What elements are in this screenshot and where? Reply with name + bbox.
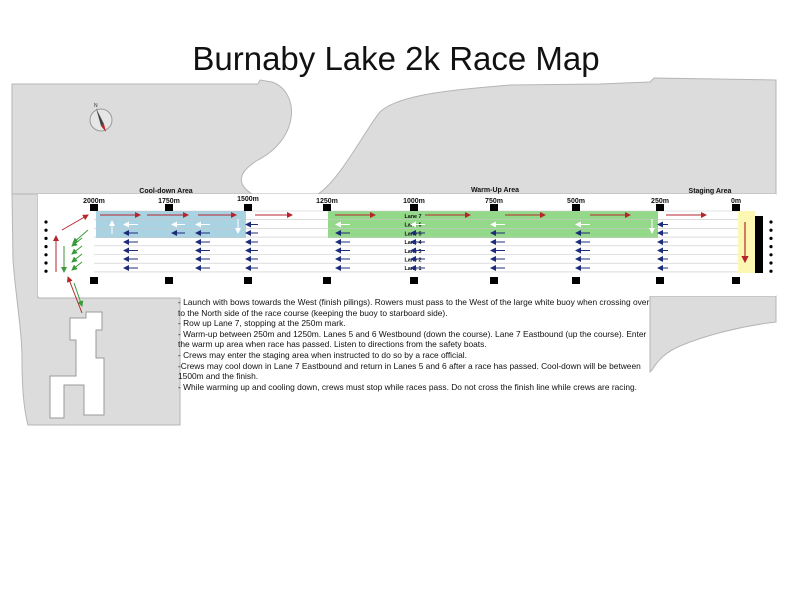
start-buoy [44,228,48,232]
distance-label: 750m [485,198,503,205]
start-buoy [44,253,48,257]
staging-label: Staging Area [689,188,732,195]
lane-label: Lane 5 [404,231,421,237]
distance-label: 1500m [237,196,259,203]
distance-marker-bottom [165,277,173,284]
distance-marker-top [90,204,98,211]
distance-marker-top [656,204,664,211]
finish-buoy [769,269,773,273]
start-buoy [44,261,48,265]
finish-buoy [769,228,773,232]
lane-label: Lane 3 [404,249,421,255]
distance-marker-top [410,204,418,211]
race-instructions: - Launch with bows towards the West (fin… [178,297,650,392]
distance-marker-top [732,204,740,211]
launch-arrows [53,214,89,314]
finish-buoy [769,245,773,249]
start-buoy [44,236,48,240]
distance-label: 1750m [158,198,180,205]
start-buoy [44,220,48,224]
distance-label: 1000m [403,198,425,205]
distance-marker-bottom [410,277,418,284]
map-title: Burnaby Lake 2k Race Map [192,40,600,77]
finish-buoy [769,253,773,257]
course-markers [90,204,740,284]
north-shore-land [11,77,777,195]
distance-marker-bottom [490,277,498,284]
finish-line [755,216,763,273]
distance-marker-top [244,204,252,211]
note-stop: - While warming up and cooling down, cre… [178,381,637,392]
start-buoys [44,220,48,273]
boathouse-dock [49,311,105,419]
compass-icon: N [89,103,113,132]
finish-buoy [769,236,773,240]
note-staging: - Crews may enter the staging area when … [178,349,467,360]
distance-label: 1250m [316,198,338,205]
distance-marker-bottom [572,277,580,284]
lane-label: Lane 1 [404,266,421,272]
finish-buoy [769,261,773,265]
distance-marker-top [572,204,580,211]
distance-marker-bottom [323,277,331,284]
traffic-arrows [100,212,707,271]
distance-marker-bottom [90,277,98,284]
lane-label: Lane 6 [404,223,421,229]
distance-label: 250m [651,198,669,205]
distance-marker-top [490,204,498,211]
distance-marker-bottom [732,277,740,284]
lane-labels: Lane 7 Lane 6 Lane 5 Lane 4 Lane 3 Lane 2 Lane… [404,214,421,272]
note-cooldown: -Crews may cool down in Lane 7 Eastbound… [178,360,641,382]
warmup-label: Warm-Up Area [471,187,519,194]
start-buoy [44,245,48,249]
distance-marker-top [165,204,173,211]
distance-label: 500m [567,198,585,205]
distance-marker-bottom [656,277,664,284]
lane-label: Lane 7 [404,214,421,220]
distance-labels: 2000m 1750m 1500m 1250m 1000m 750m 500m 250m 0m [83,196,741,205]
svg-text:N: N [94,103,98,109]
staging-zone [738,211,755,273]
west-shore-land [11,193,181,426]
distance-label: 0m [731,198,741,205]
finish-buoys [769,220,773,273]
lane-lines [94,210,738,273]
finish-buoy [769,220,773,224]
cooldown-label: Cool-down Area [139,188,193,195]
distance-marker-bottom [244,277,252,284]
south-shore-land [649,295,777,374]
note-row-up: - Row up Lane 7, stopping at the 250m ma… [178,318,346,329]
start-buoy [44,269,48,273]
note-launch: - Launch with bows towards the West (fin… [178,297,650,318]
distance-marker-top [323,204,331,211]
note-warmup: - Warm-up between 250m and 1250m. Lanes … [178,328,647,350]
lane-label: Lane 4 [404,240,421,246]
lane-label: Lane 2 [404,258,421,264]
distance-label: 2000m [83,198,105,205]
